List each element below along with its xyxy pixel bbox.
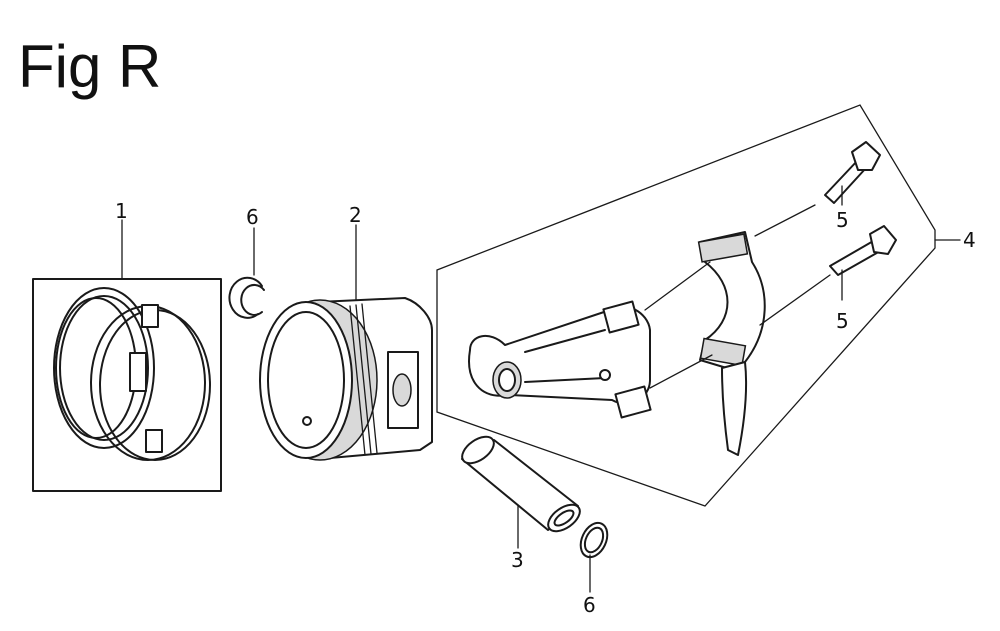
connecting-rod-boundary — [436, 104, 936, 507]
callout-6-upper: 6 — [246, 205, 259, 229]
piston-pin — [461, 435, 581, 533]
rod-bolt-upper — [824, 141, 881, 204]
pin-clip-lower — [579, 521, 609, 559]
rod-cap-boss-upper — [602, 300, 640, 334]
ring-set-box — [32, 278, 222, 492]
callout-6-lower: 6 — [583, 593, 596, 617]
ring-gap — [129, 352, 147, 392]
callout-2: 2 — [349, 203, 362, 227]
piston-ring-set — [32, 278, 222, 492]
oil-dipper — [721, 361, 748, 456]
rod-cap-boss-lower — [614, 385, 652, 419]
piston — [259, 297, 433, 461]
callout-3: 3 — [511, 548, 524, 572]
callout-5-upper: 5 — [836, 208, 849, 232]
callout-1: 1 — [115, 199, 128, 223]
rod-cap — [697, 231, 766, 456]
callout-4: 4 — [963, 228, 976, 252]
rod-bolt-lower — [829, 225, 897, 276]
pin-clip-upper — [228, 276, 265, 319]
callout-5-lower: 5 — [836, 309, 849, 333]
connecting-rod — [468, 300, 652, 419]
figure-title: Fig R — [18, 33, 161, 100]
oil-hole — [302, 416, 312, 426]
